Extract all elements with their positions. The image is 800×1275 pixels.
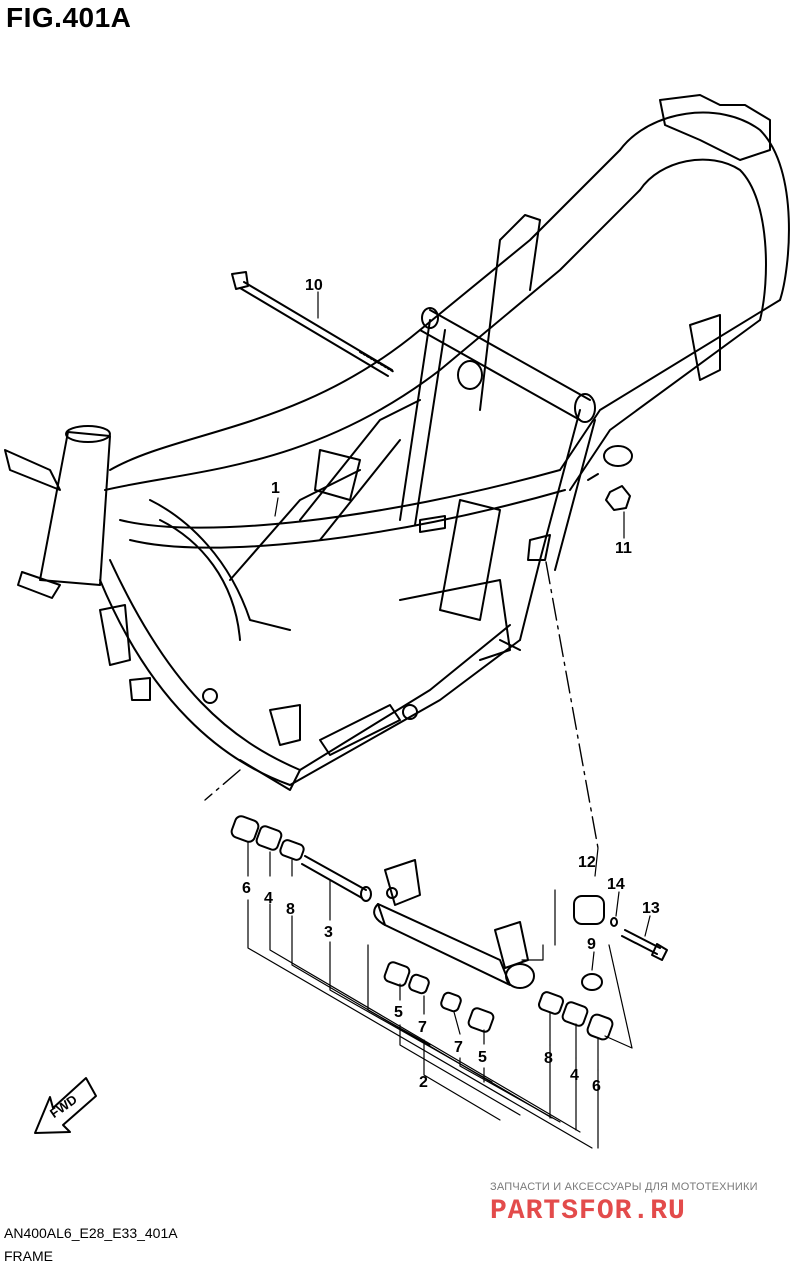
callout-14: 14 [607,876,625,893]
callout-leaders [247,291,651,1149]
callout-8-left: 8 [286,901,295,918]
engine-mount-bracket-part [373,859,535,989]
callout-7-right: 7 [454,1039,463,1056]
callout-6-left: 6 [242,880,251,897]
callout-13: 13 [642,900,660,917]
callout-4-left: 4 [264,890,273,907]
center-bushing-stack [383,961,495,1033]
right-bushing-stack [537,895,668,1041]
callout-8-right: 8 [544,1050,553,1067]
fwd-label: FWD [47,1092,80,1121]
long-bolt-part [231,271,395,377]
callout-10: 10 [305,277,323,294]
left-bushing-stack [230,815,372,902]
callout-11: 11 [615,540,632,557]
callout-4-right: 4 [570,1067,579,1084]
watermark-logo: PARTSFOR.RU [490,1196,686,1227]
callout-6-right: 6 [592,1078,601,1095]
model-code: AN400AL6_E28_E33_401A [4,1225,178,1241]
watermark-tagline: ЗАПЧАСТИ И АКСЕССУАРЫ ДЛЯ МОТОТЕХНИКИ [490,1181,758,1193]
callout-5-center: 5 [394,1004,403,1021]
callout-5-right: 5 [478,1049,487,1066]
nut-part [587,473,631,511]
figure-title: FIG.401A [6,2,132,33]
callout-7-center: 7 [418,1019,427,1036]
callout-9: 9 [587,936,596,953]
callout-2: 2 [419,1074,428,1091]
callout-12: 12 [578,854,596,871]
callout-1: 1 [271,480,280,497]
assembly-guide-lines [204,561,599,849]
fwd-arrow [34,1077,97,1134]
main-frame-part [4,94,790,791]
callout-3: 3 [324,924,333,941]
group-name: FRAME [4,1248,53,1264]
